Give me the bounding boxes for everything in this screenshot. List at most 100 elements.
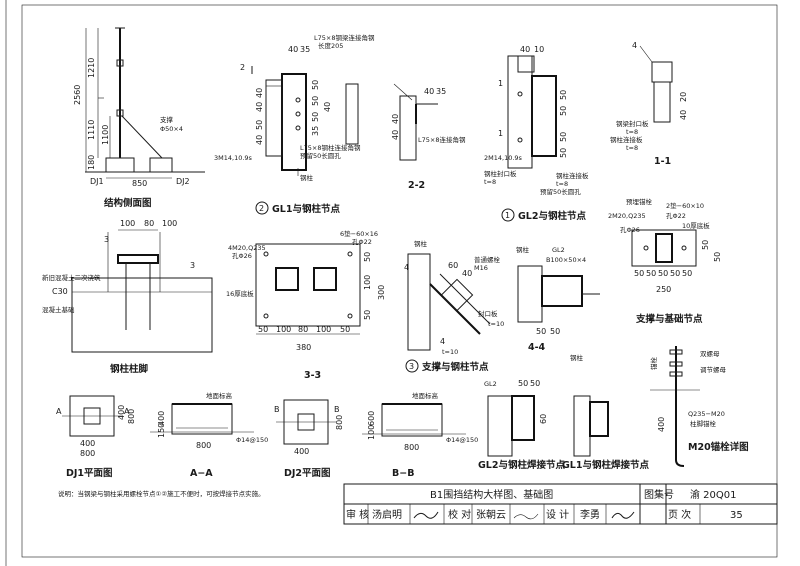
- gl1-dim-right-1: 50: [311, 80, 320, 90]
- sheet-frame: [21, 4, 778, 558]
- brace-dim-b: 40: [462, 269, 472, 278]
- gl2w-dim-c: 60: [539, 414, 548, 424]
- s11-label-plate: 钢柱连接板: [610, 135, 643, 144]
- brace-node-circle: [405, 359, 419, 373]
- s11-label-cap-t: t=8: [626, 128, 638, 136]
- sb-dim-r2: 50: [713, 252, 722, 262]
- gl1w-caption: GL1与钢柱焊接节点: [562, 459, 649, 471]
- brace-label-bolt: 普通螺栓: [474, 255, 501, 264]
- gl2-label-cap-t: t=8: [484, 178, 496, 186]
- bb-dim-b: 100: [367, 425, 376, 440]
- gl2-dim-e: 50: [559, 132, 568, 142]
- bb-label-rebar: Φ14@150: [446, 436, 478, 444]
- gl1-dim-right-4: 35: [311, 126, 320, 136]
- sb-dim-b5: 50: [682, 269, 692, 278]
- dj1-dim-b: 800: [80, 449, 95, 458]
- aa-caption: A−A: [190, 468, 213, 479]
- brace-mark-b: 4: [440, 337, 445, 346]
- dj2-plan: B B 400 800 DJ2平面图: [274, 399, 344, 479]
- check-label: 校 对: [448, 508, 471, 521]
- gl2-dim-f: 50: [559, 148, 568, 158]
- side-dim-upper: 1210: [87, 58, 96, 78]
- gl1-label-beam-angle: L75×8钢梁连接角钢: [314, 33, 375, 42]
- sb-dim-r1: 50: [701, 240, 710, 250]
- aa-dim-b: 150: [157, 423, 166, 438]
- brace-node-number: 3: [409, 362, 414, 371]
- dj1-dim-a: 400: [80, 439, 95, 448]
- s44-label-section: B100×50×4: [546, 256, 586, 264]
- dj2-dim-b: 800: [335, 415, 344, 430]
- s33-dim-b4: 100: [316, 325, 331, 334]
- gl2-label-plate-t: t=8: [556, 180, 568, 188]
- section-b-b: 地面标高 Φ14@150 600 100 800 B−B: [362, 391, 478, 479]
- bb-dim-c: 800: [404, 443, 419, 452]
- s33-dim-total: 380: [296, 343, 311, 352]
- gl1-weld-node: 钢柱 GL1与钢柱焊接节点: [562, 353, 649, 471]
- reviewer-signature: [413, 511, 439, 519]
- aa-dim-a: 400: [157, 411, 166, 426]
- gl1w-label-column: 钢柱: [570, 353, 584, 362]
- s44-label-column: 钢柱: [516, 245, 530, 254]
- s22-dim-c: 40: [391, 130, 400, 140]
- anchor-caption: M20锚栓详图: [688, 441, 749, 453]
- gl1-dim-left-2: 40: [255, 102, 264, 112]
- side-view-caption: 结构侧面图: [103, 197, 152, 209]
- s11-dim-a: 20: [679, 92, 688, 102]
- title-block: B1围挡结构大样图、基础图 图集号 渝 20Q01 审 核 汤启明 校 对 张朝…: [343, 483, 778, 525]
- footing-dim-a: 100: [120, 219, 135, 228]
- gl2-node-number: 1: [505, 211, 510, 220]
- anchor-label-grade: Q235−M20: [688, 410, 725, 418]
- gl1-label-column: 钢柱: [300, 173, 314, 182]
- side-label-dj2: DJ2: [176, 177, 190, 186]
- sb-label-hole2: 孔Φ22: [666, 212, 686, 220]
- gl1-dim-a: 40: [288, 45, 298, 54]
- gl2w-dim-b: 50: [530, 379, 540, 388]
- gl1-node-caption: GL1与钢柱节点: [272, 203, 340, 215]
- design-label: 设 计: [546, 508, 569, 521]
- s33-caption: 3-3: [304, 370, 321, 381]
- dj1-sec-left: A: [56, 407, 62, 416]
- gl1-dim-right-5: 40: [323, 102, 332, 112]
- sb-caption: 支撑与基础节点: [635, 313, 703, 325]
- footing-dim-b: 80: [144, 219, 154, 228]
- brace-dim-a: 60: [448, 261, 458, 270]
- dj1-sec-right: A: [124, 407, 130, 416]
- gl2w-label-gl2: GL2: [484, 380, 497, 388]
- brace-node-caption: 支撑与钢柱节点: [421, 361, 489, 373]
- gl2-node-circle: [501, 208, 515, 222]
- bb-label-grade: 地面标高: [412, 391, 439, 400]
- gl1-node: 2 40 35 L75×8钢梁连接角钢 长度205 3M14,10.9s L75…: [214, 33, 375, 215]
- bb-caption: B−B: [392, 468, 414, 479]
- gl1-section-mark: 2: [240, 63, 245, 72]
- s33-dim-b1: 50: [258, 325, 268, 334]
- gl1-dim-b: 35: [300, 45, 310, 54]
- brace-label-column: 钢柱: [414, 239, 428, 248]
- gl1-dim-left-3: 40: [255, 88, 264, 98]
- sb-label-bolts: 2M20,Q235: [608, 212, 646, 220]
- footing-sec-right: 3: [190, 261, 195, 270]
- atlas-label: 图集号: [644, 488, 674, 501]
- anchor-label-nuts: 双螺母: [700, 349, 720, 358]
- sb-label-washer: 2垫−60×10: [666, 201, 704, 210]
- side-label-brace-size: Φ50×4: [160, 125, 183, 133]
- gl1-label-column-angle: L75×8钢柱连接角钢: [300, 143, 361, 152]
- gl2-node-caption: GL2与钢柱节点: [518, 210, 586, 222]
- gl2-label-plate: 钢柱连接板: [556, 171, 589, 180]
- brace-label-t1: t=10: [488, 320, 504, 328]
- gl2-dim-d: 50: [559, 106, 568, 116]
- s22-dim-b: 35: [436, 87, 446, 96]
- anchor-label-type: 柱脚锚栓: [690, 419, 717, 428]
- anchor-label-level: 调节螺母: [700, 365, 727, 374]
- side-view: 2560 1210 1110 1100 180 850 DJ1 DJ2 支撑 Φ…: [73, 27, 205, 209]
- side-dim-base: 180: [87, 155, 96, 170]
- anchor-dim-len: 400: [657, 417, 666, 432]
- dj2-dim-a: 400: [294, 447, 309, 456]
- gl1-label-slot: 预留50长圆孔: [300, 151, 341, 160]
- sb-dim-total: 250: [656, 285, 671, 294]
- side-label-dj1: DJ1: [90, 177, 104, 186]
- atlas-number: 渝 20Q01: [690, 488, 737, 501]
- s33-dim-r1: 50: [363, 252, 372, 262]
- designer-name: 李勇: [580, 508, 600, 521]
- gl2-label-bolts: 2M14,10.9s: [484, 154, 523, 162]
